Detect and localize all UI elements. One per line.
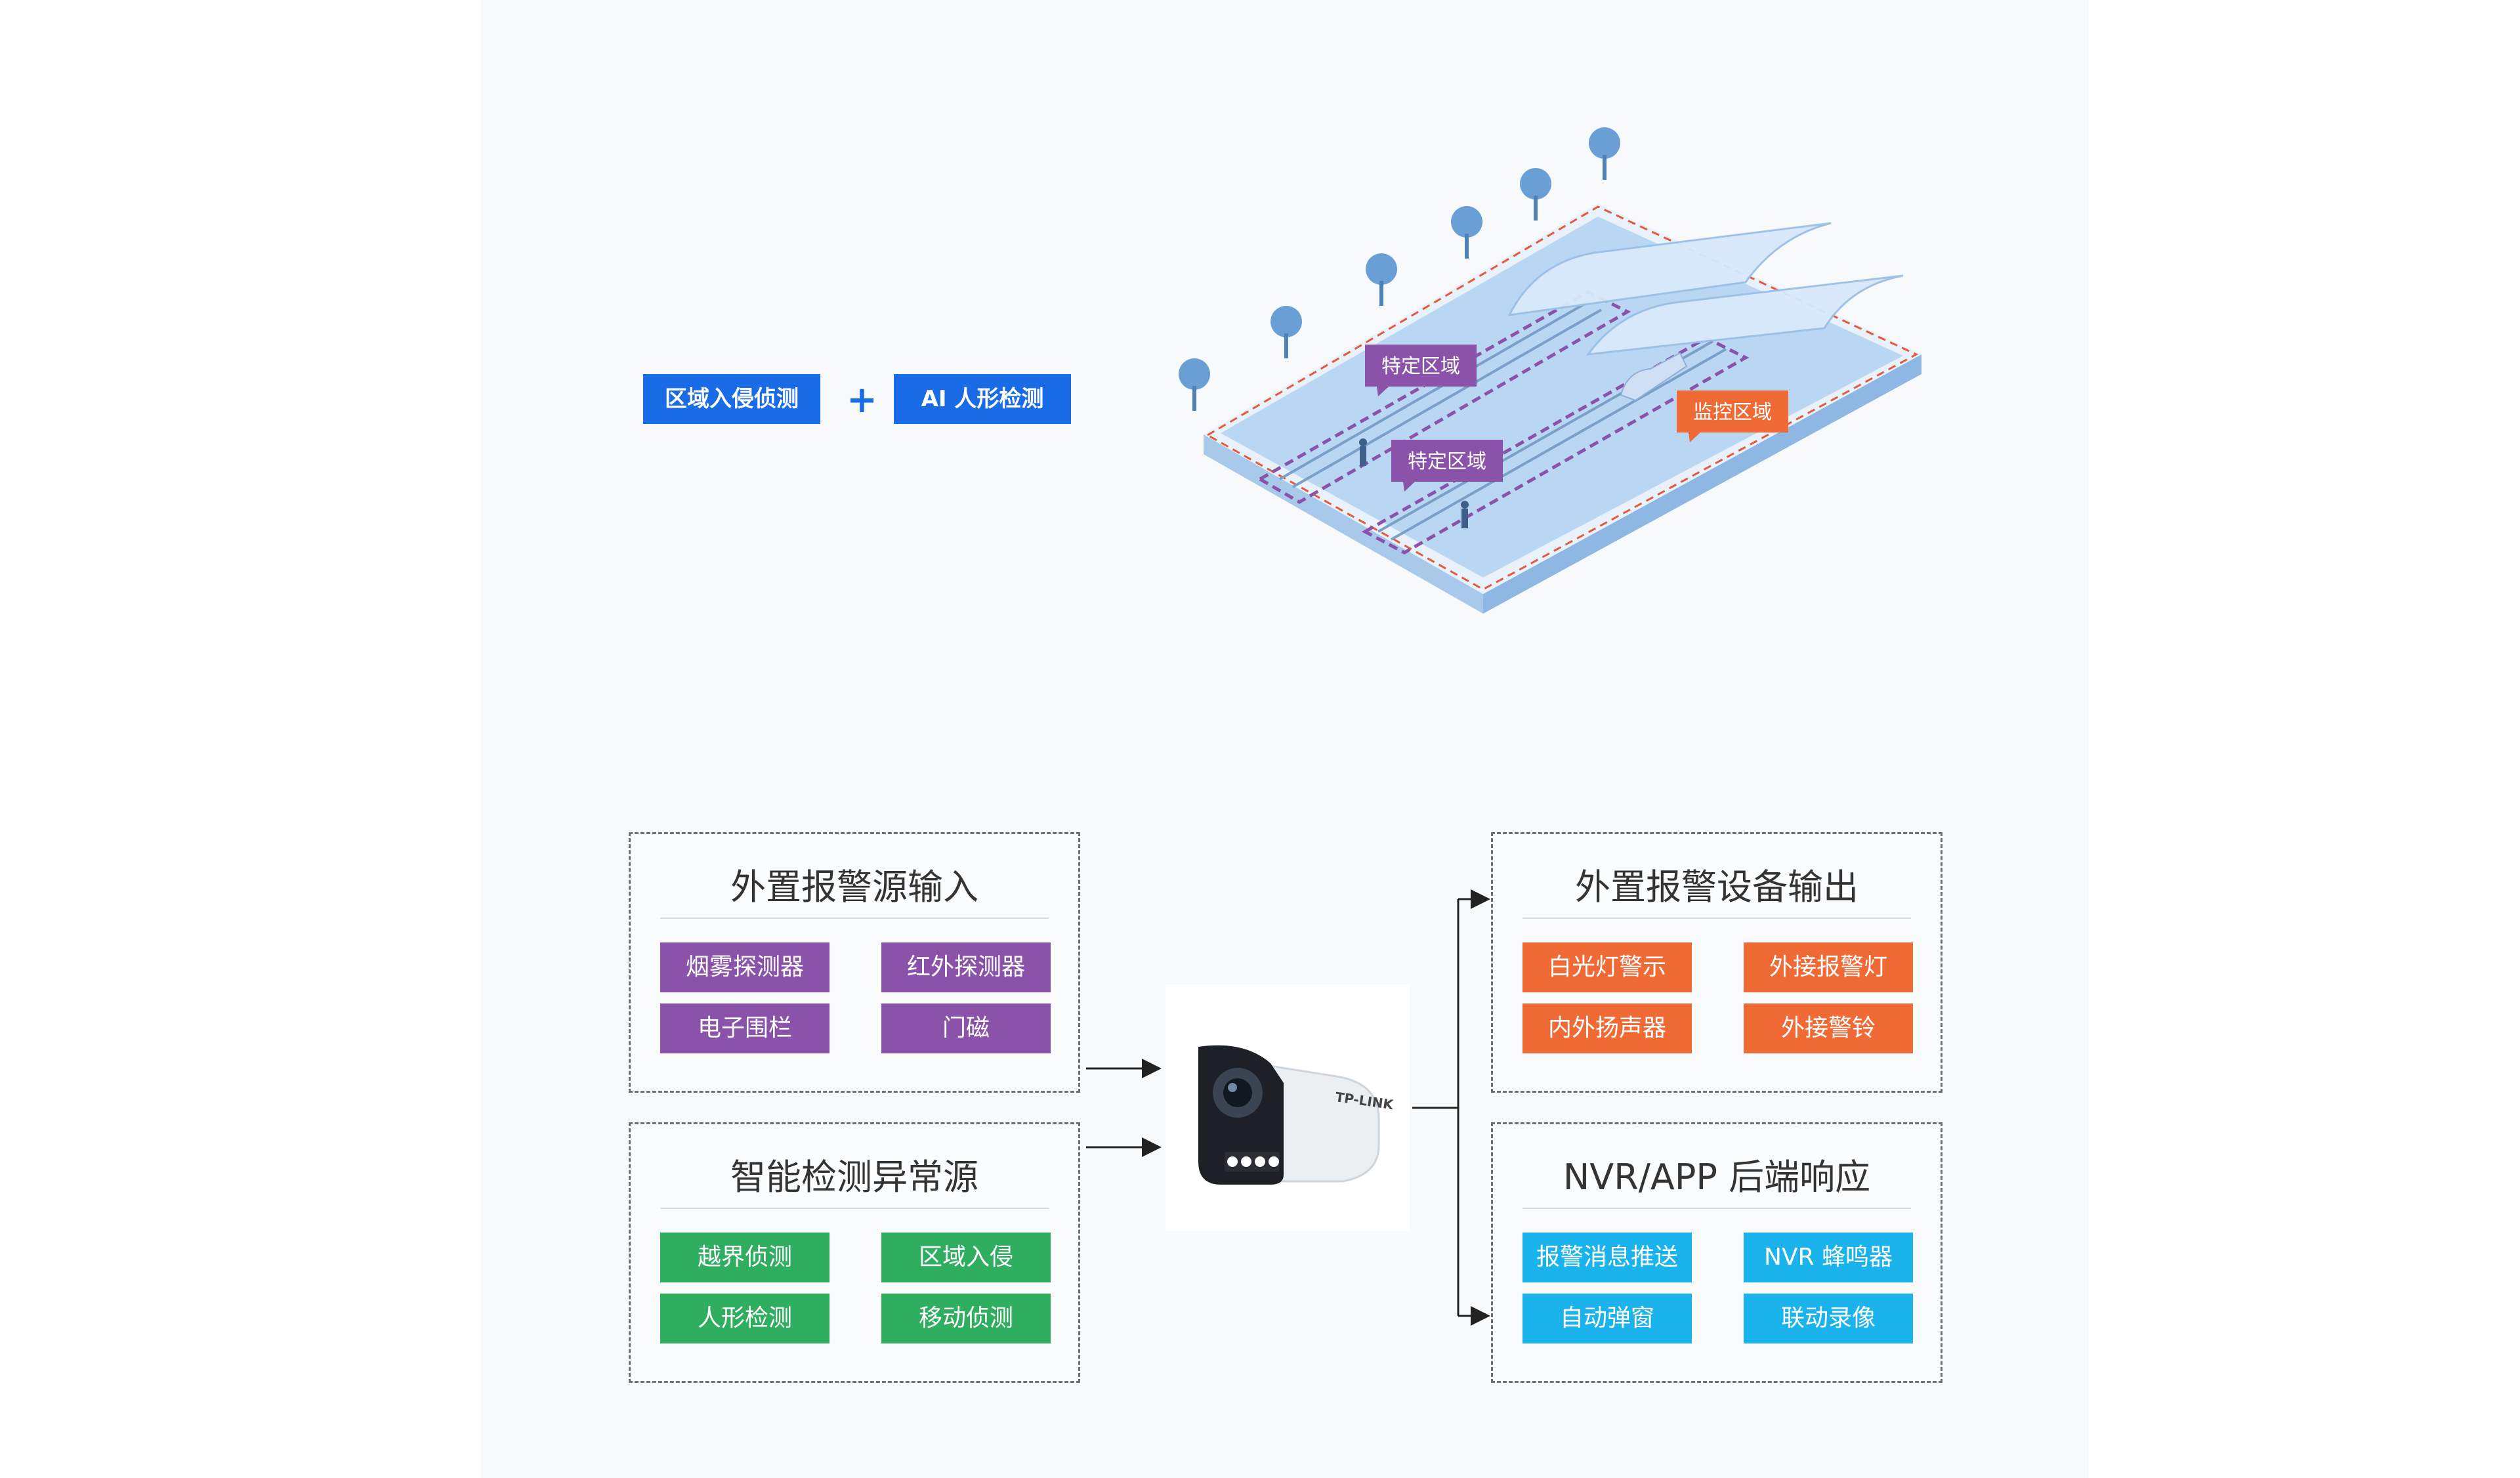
camera-card: TP-LINK xyxy=(1166,984,1410,1231)
divider xyxy=(1522,1208,1911,1209)
zone-label-box-1 xyxy=(1365,345,1477,387)
slab-side-left xyxy=(1204,434,1483,614)
panel-title: NVR/APP 后端响应 xyxy=(1563,1156,1871,1198)
chip-door-magnet: 门磁 xyxy=(881,1003,1051,1053)
chip-infrared-detector: 红外探测器 xyxy=(881,942,1051,992)
divider xyxy=(660,918,1049,919)
panel-title: 外置报警源输入 xyxy=(730,866,978,908)
monitoring-area-outline xyxy=(1205,205,1919,591)
chip-white-light-warning: 白光灯警示 xyxy=(1522,942,1692,992)
train xyxy=(1620,352,1688,402)
station-canopy xyxy=(1507,222,1904,356)
panel-title: 智能检测异常源 xyxy=(730,1156,978,1198)
tag-intrusion-detection: 区域入侵侦测 xyxy=(643,374,820,424)
panel-title: 外置报警设备输出 xyxy=(1575,866,1858,908)
panel-external-alarm-output: 外置报警设备输出 白光灯警示 外接报警灯 内外扬声器 外接警铃 xyxy=(1491,832,1942,1093)
chip-alarm-push: 报警消息推送 xyxy=(1522,1233,1692,1282)
panel-nvr-app-response: NVR/APP 后端响应 报警消息推送 NVR 蜂鸣器 自动弹窗 联动录像 xyxy=(1491,1122,1942,1383)
chip-electric-fence: 电子围栏 xyxy=(660,1003,830,1053)
chip-external-alarm-light: 外接报警灯 xyxy=(1744,942,1913,992)
zone-label-box-3 xyxy=(1677,391,1788,433)
plus-sign: + xyxy=(847,379,877,421)
chip-external-bell: 外接警铃 xyxy=(1744,1003,1913,1053)
tag-ai-human-detection: AI 人形检测 xyxy=(894,374,1071,424)
chip-area-intrusion: 区域入侵 xyxy=(881,1233,1051,1282)
slab-side-right xyxy=(1483,354,1922,614)
chip-linked-recording: 联动录像 xyxy=(1744,1294,1913,1343)
railway-scene-illustration: 特定区域 特定区域 监控区域 xyxy=(1179,127,1922,614)
track-1 xyxy=(1279,301,1602,488)
trees xyxy=(1179,127,1620,411)
chip-motion-detection: 移动侦测 xyxy=(881,1294,1051,1343)
zone-label-specific-1: 特定区域 xyxy=(1381,355,1460,378)
panel-smart-detection: 智能检测异常源 越界侦测 区域入侵 人形检测 移动侦测 xyxy=(629,1122,1080,1383)
chip-human-detection: 人形检测 xyxy=(660,1294,830,1343)
person-figures xyxy=(1359,438,1469,528)
specific-zone-outline-1 xyxy=(1256,290,1631,504)
chip-speakers: 内外扬声器 xyxy=(1522,1003,1692,1053)
camera-image: TP-LINK xyxy=(1198,1045,1395,1185)
chip-line-crossing: 越界侦测 xyxy=(660,1233,830,1282)
chip-auto-popup: 自动弹窗 xyxy=(1522,1294,1692,1343)
zone-label-specific-2: 特定区域 xyxy=(1408,450,1486,473)
zone-label-box-2 xyxy=(1391,440,1503,482)
specific-zone-outline-2 xyxy=(1361,336,1750,555)
chip-nvr-buzzer: NVR 蜂鸣器 xyxy=(1744,1233,1913,1282)
panel-external-alarm-input: 外置报警源输入 烟雾探测器 红外探测器 电子围栏 门磁 xyxy=(629,832,1080,1093)
divider xyxy=(660,1208,1049,1209)
zone-label-monitoring: 监控区域 xyxy=(1693,401,1772,424)
chip-smoke-detector: 烟雾探测器 xyxy=(660,942,830,992)
divider xyxy=(1522,918,1911,919)
